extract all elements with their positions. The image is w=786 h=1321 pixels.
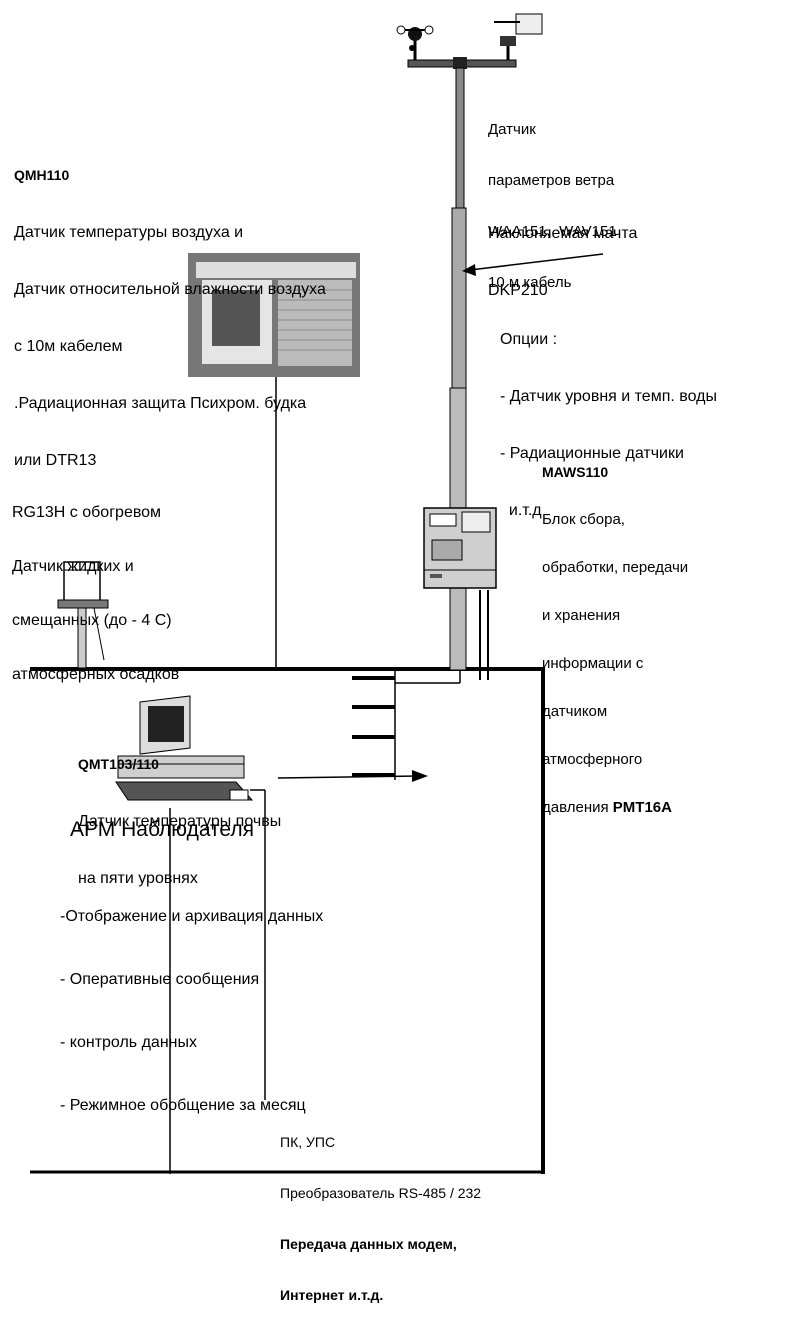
mast-line: Наклоняемая мачта bbox=[488, 224, 637, 243]
rain-line: смещанных (до - 4 С) bbox=[12, 612, 179, 630]
qmh-line: Датчик относительной влажности воздуха bbox=[14, 280, 326, 299]
qmh-line: Датчик температуры воздуха и bbox=[14, 223, 326, 242]
maws-last-bold: PMT16A bbox=[613, 799, 672, 816]
maws-logger-icon bbox=[424, 508, 496, 588]
pc-line: Преобразователь RS-485 / 232 bbox=[280, 1185, 481, 1202]
arm-list-item: - Оперативные сообщения bbox=[60, 969, 323, 990]
soil-probes-icon bbox=[352, 670, 460, 780]
wind-sensor-line: Датчик bbox=[488, 121, 617, 138]
maws-line: Блок сбора, bbox=[542, 512, 688, 528]
maws-last-prefix: давления bbox=[542, 799, 613, 816]
pc-line: ПК, УПС bbox=[280, 1134, 481, 1151]
rain-line: RG13H с обогревом bbox=[12, 504, 179, 522]
options-line: - Датчик уровня и темп. воды bbox=[500, 387, 717, 406]
pc-bold-line: Интернет и.т.д. bbox=[280, 1287, 481, 1304]
maws-label: MAWS110 Блок сбора, обработки, передачи … bbox=[542, 432, 688, 832]
wind-sensor-icon bbox=[397, 14, 542, 69]
maws-line: и хранения bbox=[542, 608, 688, 624]
pc-bold-line: Передача данных модем, bbox=[280, 1236, 481, 1253]
rain-line: Датчик жидких и bbox=[12, 558, 179, 576]
options-line: Опции : bbox=[500, 330, 717, 349]
rain-label: RG13H с обогревом Датчик жидких и смещан… bbox=[12, 468, 179, 702]
rain-line: атмосферных осадков bbox=[12, 666, 179, 684]
maws-line: обработки, передачи bbox=[542, 560, 688, 576]
arm-list-item: -Отображение и архивация данных bbox=[60, 906, 323, 927]
qmh-line: с 10м кабелем bbox=[14, 337, 326, 356]
arm-list: -Отображение и архивация данных - Операт… bbox=[60, 864, 323, 1137]
maws-line: датчиком bbox=[542, 704, 688, 720]
maws-title: MAWS110 bbox=[542, 464, 688, 480]
qmt-title: QMT103/110 bbox=[78, 755, 281, 774]
qmh-line: .Радиационная защита Психром. будка bbox=[14, 394, 326, 413]
qmh-title: QMH110 bbox=[14, 166, 326, 185]
arm-title: АРМ Наблюдателя bbox=[70, 817, 254, 843]
qmh-label: QMH110 Датчик температуры воздуха и Датч… bbox=[14, 128, 326, 489]
maws-last-line: давления PMT16A bbox=[542, 800, 688, 816]
pc-label: ПК, УПС Преобразователь RS-485 / 232 Пер… bbox=[280, 1100, 481, 1321]
maws-line: атмосферного bbox=[542, 752, 688, 768]
maws-line: информации с bbox=[542, 656, 688, 672]
arm-list-item: - контроль данных bbox=[60, 1032, 323, 1053]
